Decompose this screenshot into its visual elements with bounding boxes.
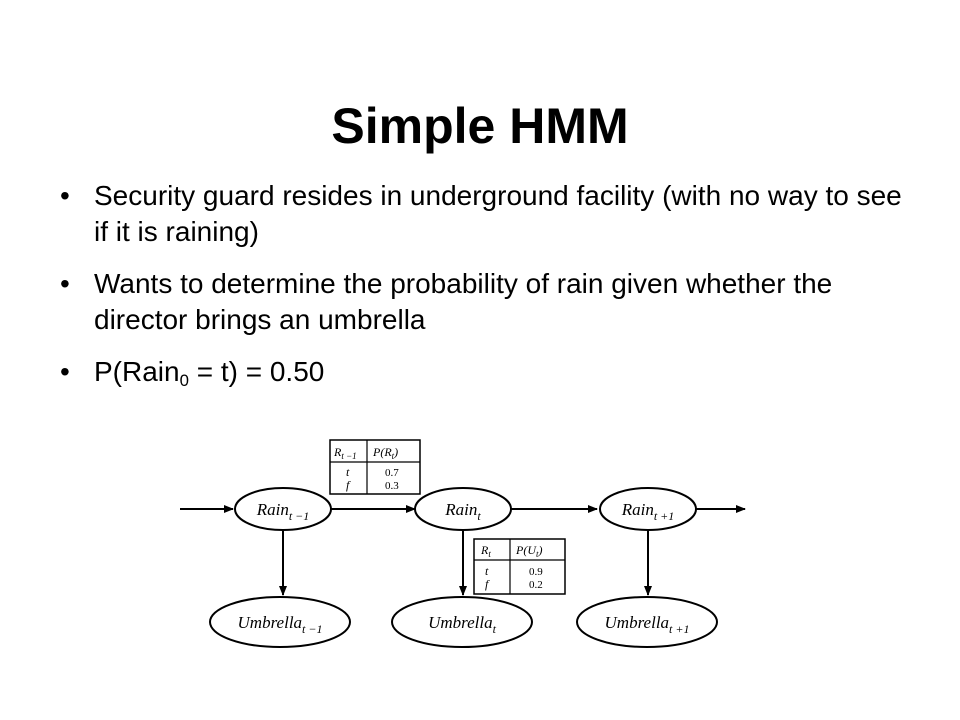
transition-table-key: t	[346, 465, 350, 479]
bullet-text: Security guard resides in underground fa…	[94, 180, 902, 247]
bullet-list: • Security guard resides in underground …	[60, 178, 910, 406]
rain-node-subscript: t	[477, 509, 481, 523]
transition-table: Rt −1 P(Rt) t 0.7 f 0.3	[329, 439, 421, 495]
umbrella-node-subscript: t −1	[302, 622, 322, 636]
bullet-subscript: 0	[179, 371, 189, 390]
sensor-table-header-r: Rt	[480, 543, 491, 559]
transition-table-value: 0.7	[385, 467, 399, 479]
umbrella-node: Umbrellat +1	[576, 596, 718, 648]
bullet-text-before: P(Rain	[94, 356, 180, 387]
svg-text:Raint: Raint	[444, 500, 481, 523]
sensor-table-value: 0.9	[529, 566, 543, 578]
svg-text:Umbrellat −1: Umbrellat −1	[238, 613, 323, 636]
transition-table-key: f	[346, 478, 351, 492]
sensor-table: Rt P(Ut) t 0.9 f 0.2	[473, 538, 566, 595]
rain-node-subscript: t +1	[654, 509, 674, 523]
umbrella-node-subscript: t +1	[669, 622, 689, 636]
rain-node: Raint −1	[234, 487, 332, 531]
svg-text:Raint +1: Raint +1	[621, 500, 675, 523]
bullet-item: • Wants to determine the probability of …	[60, 266, 910, 338]
slide-title: Simple HMM	[331, 97, 629, 154]
transition-table-header-r: Rt −1	[333, 445, 357, 461]
bullet-marker: •	[60, 180, 70, 211]
umbrella-node-label: Umbrella	[605, 613, 670, 632]
bullet-text-after: = t) = 0.50	[188, 356, 325, 387]
bullet-item: • P(Rain0 = t) = 0.50	[60, 354, 910, 390]
transition-table-value: 0.3	[385, 480, 399, 492]
umbrella-node: Umbrellat −1	[209, 596, 351, 648]
bullet-marker: •	[60, 268, 70, 299]
umbrella-node-label: Umbrella	[238, 613, 303, 632]
bullet-item: • Security guard resides in underground …	[60, 178, 910, 250]
svg-text:Umbrellat +1: Umbrellat +1	[605, 613, 690, 636]
sensor-table-value: 0.2	[529, 579, 543, 591]
sensor-table-header-p: P(Ut)	[515, 543, 543, 559]
transition-table-header-p: P(Rt)	[372, 445, 398, 461]
svg-text:Raint −1: Raint −1	[256, 500, 310, 523]
bullet-text: Wants to determine the probability of ra…	[94, 268, 833, 335]
sensor-table-key: f	[485, 577, 490, 591]
rain-node-label: Rain	[621, 500, 654, 519]
rain-node-label: Rain	[444, 500, 477, 519]
bullet-text: P(Rain0 = t) = 0.50	[94, 356, 325, 390]
umbrella-node-label: Umbrella	[428, 613, 493, 632]
rain-node-label: Rain	[256, 500, 289, 519]
svg-text:Umbrellat: Umbrellat	[428, 613, 497, 636]
rain-node: Raint	[414, 487, 512, 531]
sensor-table-key: t	[485, 564, 489, 578]
bullet-marker: •	[60, 356, 70, 387]
umbrella-node-subscript: t	[493, 622, 497, 636]
umbrella-node: Umbrellat	[391, 596, 533, 648]
rain-node-subscript: t −1	[289, 509, 309, 523]
rain-node: Raint +1	[599, 487, 697, 531]
